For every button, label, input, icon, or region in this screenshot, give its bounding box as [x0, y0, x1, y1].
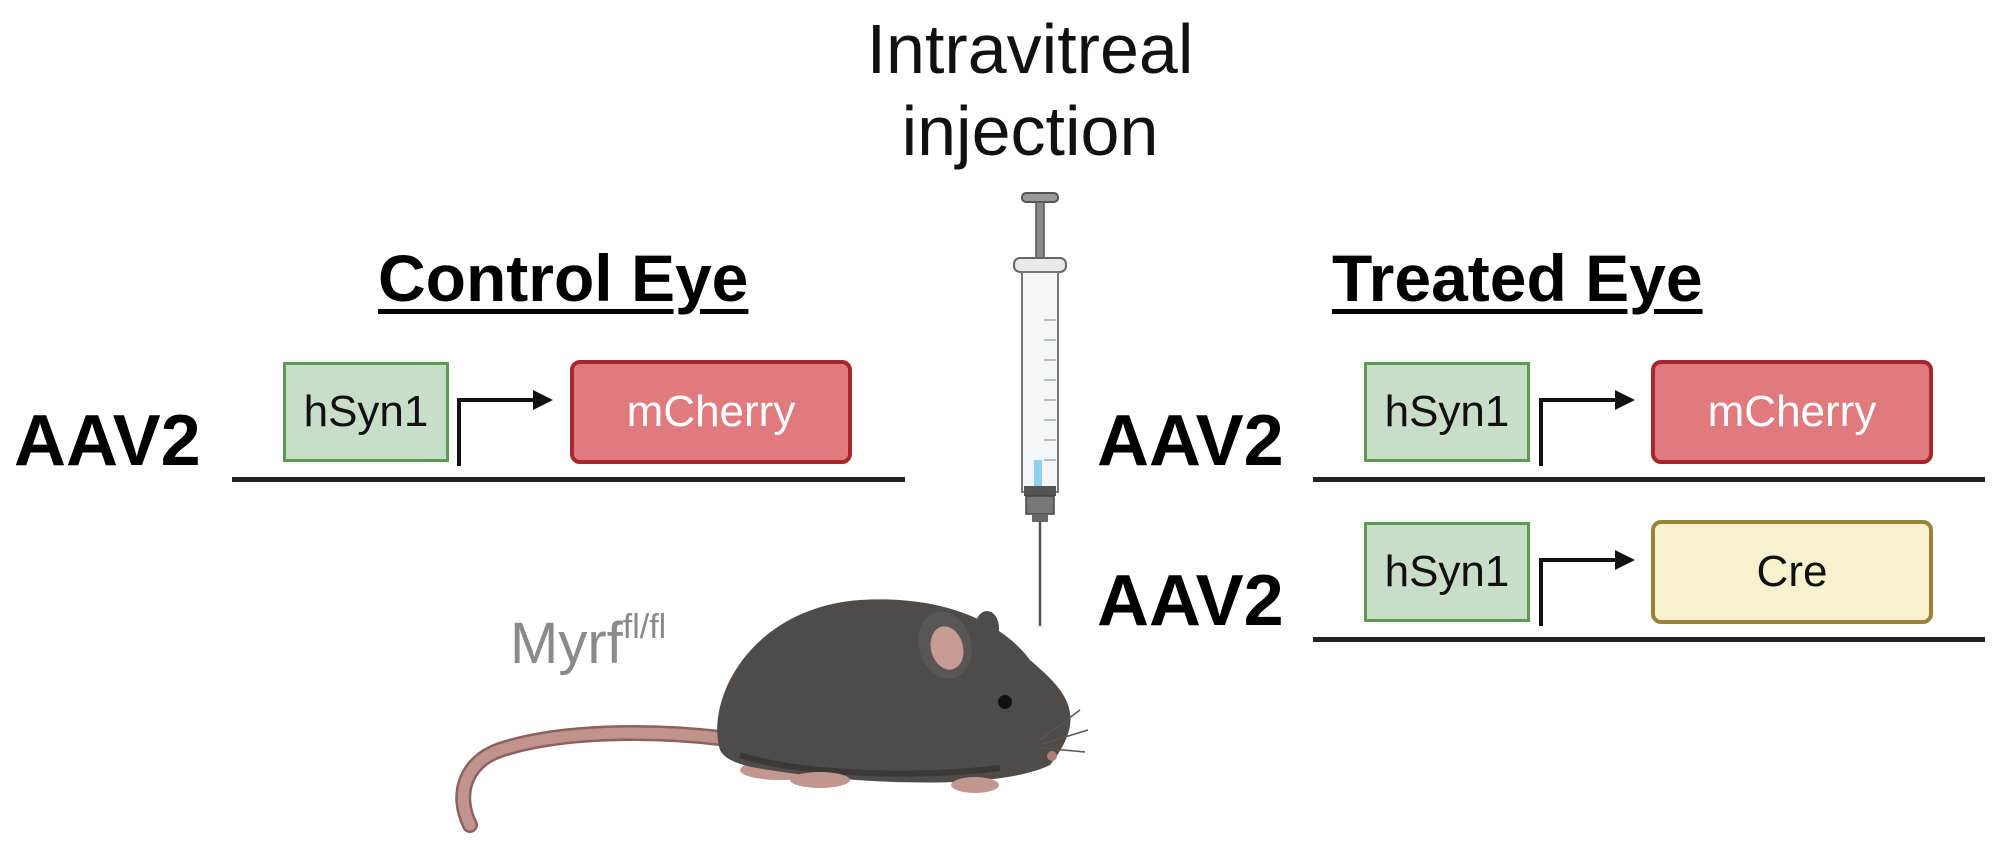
control-construct-1-backbone — [232, 477, 905, 482]
promoter-arrow-icon — [1539, 390, 1635, 466]
injection-title-line2: injection — [901, 92, 1159, 170]
mouse-strain-allele: fl/fl — [622, 608, 667, 646]
treated-construct-1-promoter: hSyn1 — [1364, 362, 1530, 462]
promoter-arrow-icon — [1539, 550, 1635, 626]
treated-construct-2-promoter: hSyn1 — [1364, 522, 1530, 622]
treated-eye-title: Treated Eye — [1332, 241, 1703, 315]
syringe-icon — [1013, 192, 1067, 626]
promoter-arrow-icon — [457, 390, 553, 466]
treated-construct-2-vector: AAV2 — [1097, 561, 1284, 641]
control-construct-1-vector: AAV2 — [14, 401, 201, 481]
injection-title: Intravitreal injection — [830, 8, 1230, 172]
treated-construct-1-vector: AAV2 — [1097, 401, 1284, 481]
control-eye-title: Control Eye — [378, 241, 749, 315]
control-construct-1-promoter: hSyn1 — [283, 362, 449, 462]
mouse-strain-name: Myrf — [510, 611, 623, 676]
control-construct-1-gene: mCherry — [570, 360, 852, 464]
treated-construct-1-gene: mCherry — [1651, 360, 1933, 464]
treated-construct-2-gene: Cre — [1651, 520, 1933, 624]
mouse-icon — [455, 599, 1089, 833]
mouse-strain-label: Myrffl/fl — [510, 608, 667, 677]
injection-title-line1: Intravitreal — [866, 10, 1194, 88]
treated-construct-1-backbone — [1313, 477, 1985, 482]
treated-construct-2-backbone — [1313, 637, 1985, 642]
